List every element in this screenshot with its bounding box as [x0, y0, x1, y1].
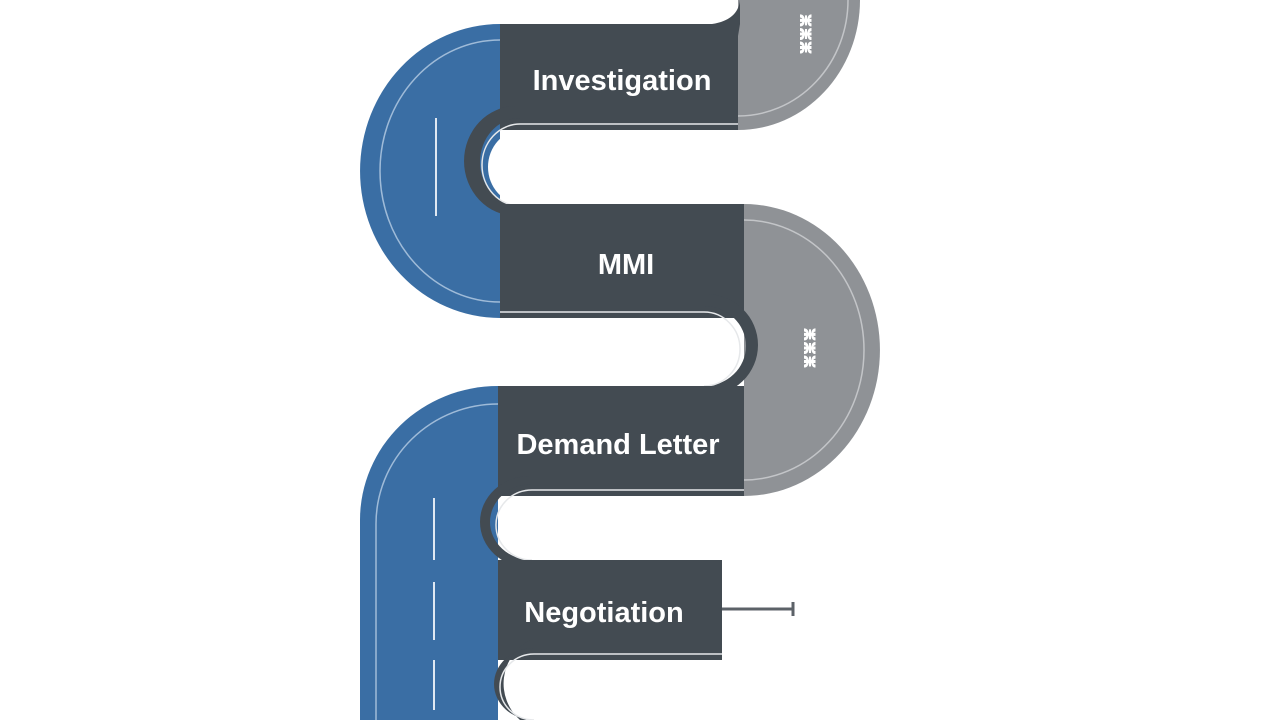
inner-u-1-track — [481, 123, 738, 207]
inner-u-4-track — [499, 653, 722, 720]
stage-label-demand-letter: Demand Letter — [516, 429, 719, 461]
inner-u-3-fill — [502, 496, 744, 560]
gray-turn-2 — [744, 204, 880, 496]
gray-turn-1 — [738, 0, 860, 130]
inner-u-1 — [464, 106, 744, 216]
inner-u-2-fill — [500, 318, 736, 386]
gray-turn-2-inner-track — [743, 219, 865, 481]
inner-u-3 — [480, 476, 744, 568]
blue-turn-2 — [360, 386, 498, 720]
side-label-top: ⵥⵥⵥ — [796, 14, 813, 55]
inner-u-4-fill — [506, 660, 722, 720]
blue-turn-2-inner-track — [375, 403, 499, 720]
blue-turn-1 — [360, 24, 500, 318]
inner-u-3-track — [495, 489, 744, 561]
inner-u-1-fill — [488, 130, 744, 204]
inner-u-4 — [494, 640, 722, 720]
inner-u-2-track — [500, 311, 741, 387]
gray-turn-1-inner-track — [737, 0, 849, 117]
side-label-middle: ⵥⵥⵥ — [800, 328, 817, 369]
stage-label-investigation: Investigation — [533, 65, 712, 97]
stage-label-negotiation: Negotiation — [524, 597, 684, 629]
stage-label-mmi: MMI — [598, 249, 654, 281]
inner-u-2 — [498, 294, 758, 396]
blue-turn-1-inner-track — [379, 39, 501, 303]
